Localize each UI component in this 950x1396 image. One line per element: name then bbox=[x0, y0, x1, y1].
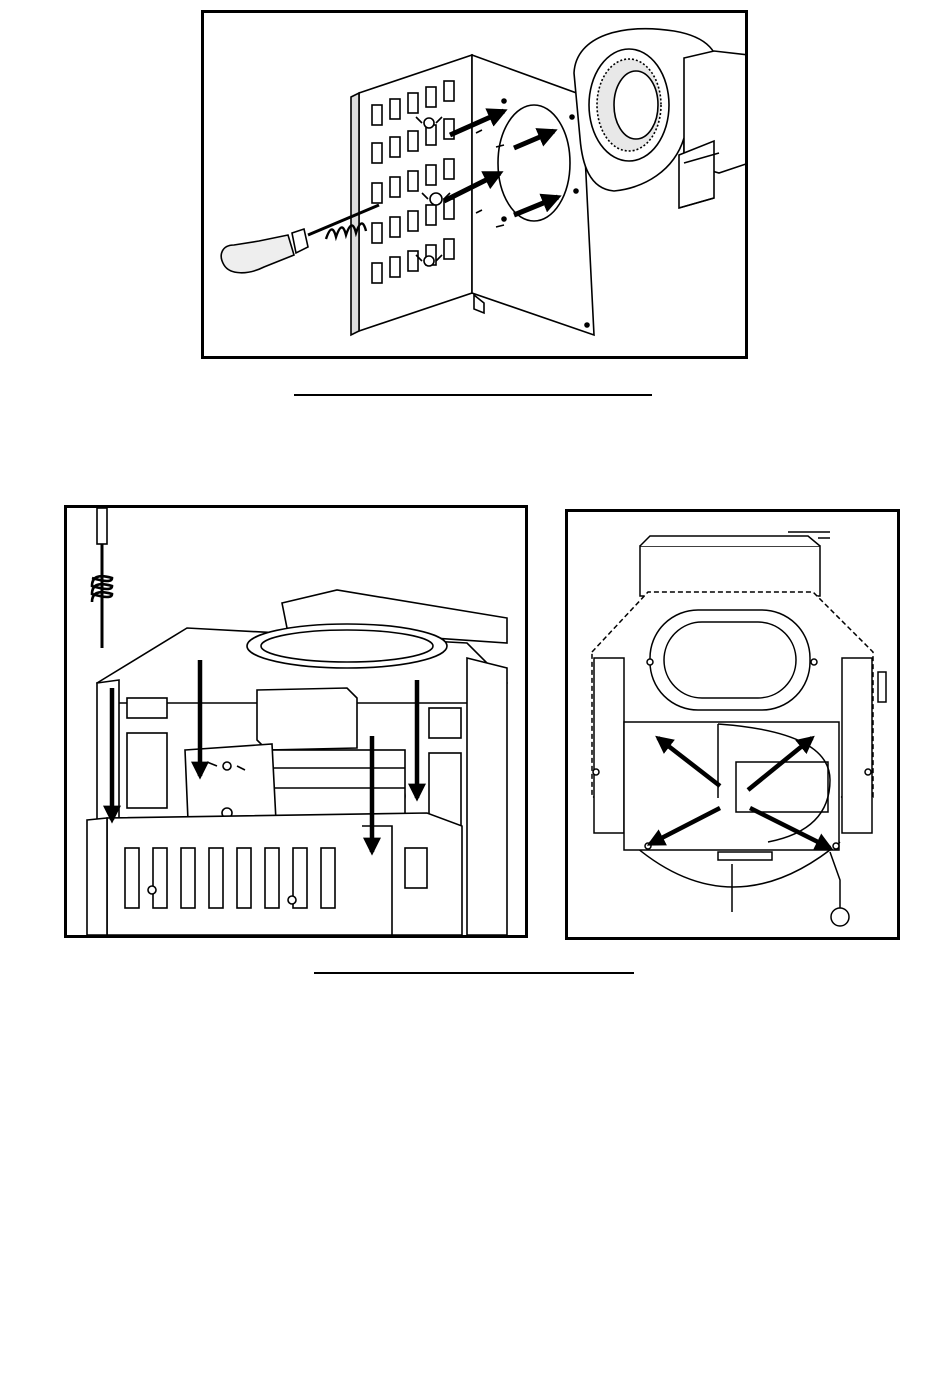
cord-icon bbox=[830, 852, 840, 908]
blower-mounting-drawing bbox=[204, 13, 745, 356]
screwdriver-icon bbox=[97, 508, 107, 544]
caption-rule-top bbox=[294, 394, 652, 396]
blower-installation-drawing bbox=[67, 508, 525, 935]
figure-blower-rear-view bbox=[565, 509, 900, 940]
control-box bbox=[640, 546, 820, 596]
blower-rear-view-drawing bbox=[568, 512, 897, 937]
adapter-opening bbox=[498, 105, 570, 221]
figure-blower-installation bbox=[64, 505, 528, 938]
screwdriver-handle bbox=[221, 235, 294, 273]
figure-blower-mounting bbox=[201, 10, 748, 359]
caption-rule-bottom bbox=[314, 972, 634, 974]
blower-motor bbox=[257, 688, 357, 750]
